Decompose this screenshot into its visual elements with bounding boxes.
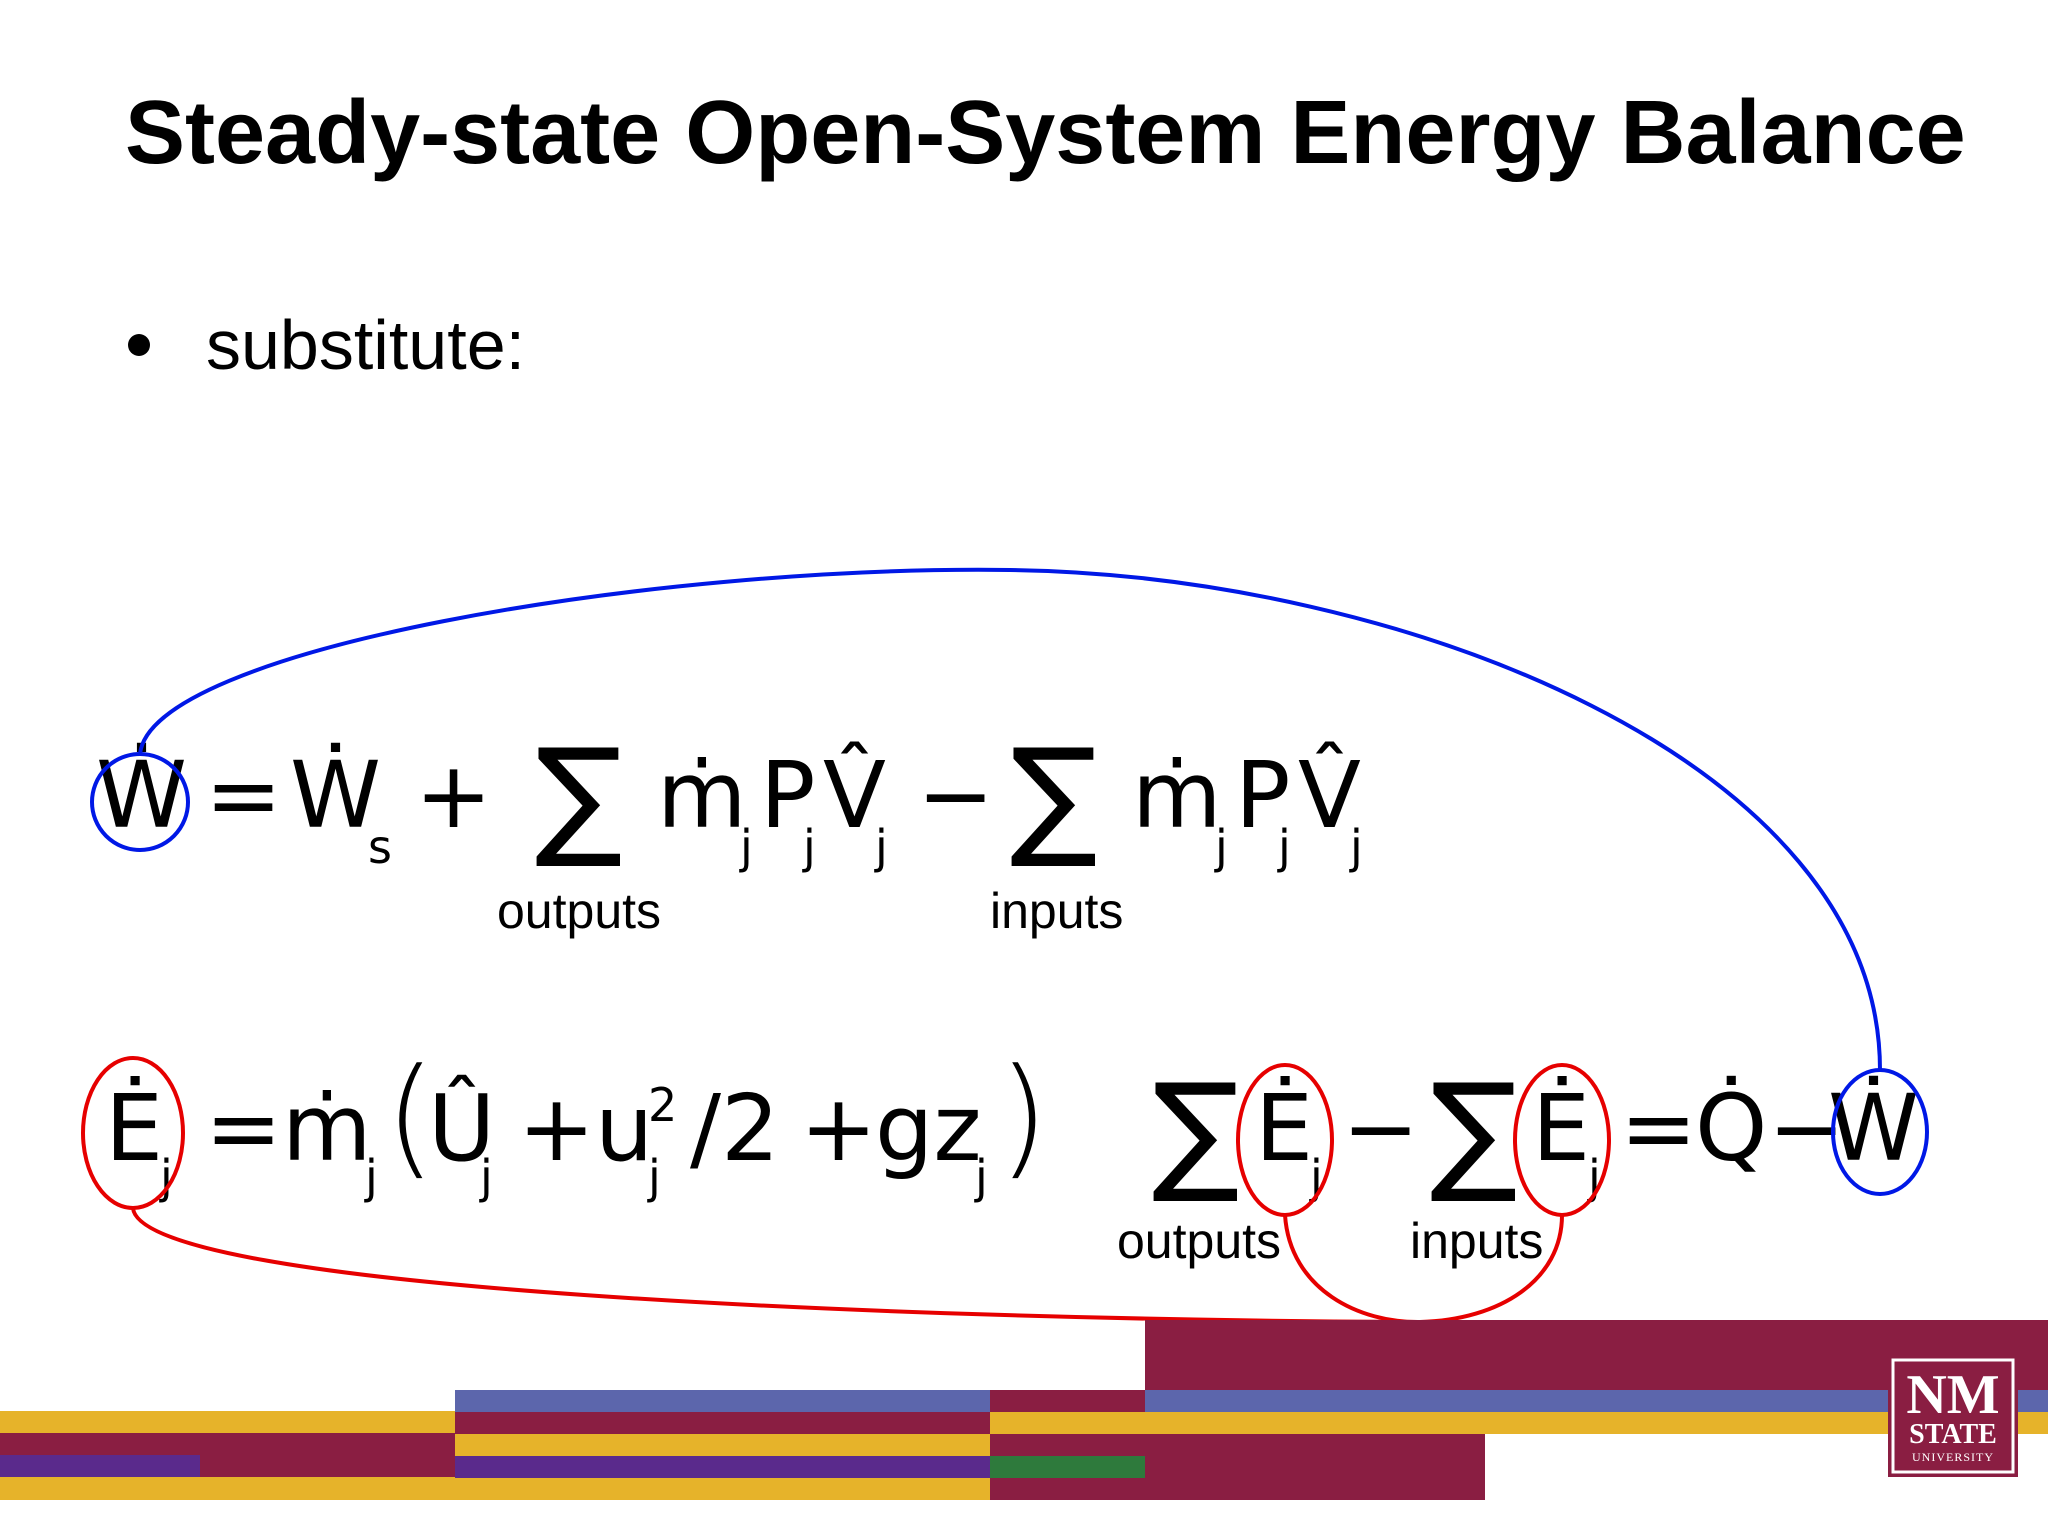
logo-text-state: STATE	[1909, 1419, 1997, 1450]
red-loop-arc	[1283, 1214, 1564, 1325]
v-hat: V̂	[1298, 742, 1361, 849]
plus-sign: +	[415, 742, 493, 849]
logo-text-university: UNIVERSITY	[1912, 1450, 1994, 1464]
inputs-label: inputs	[1410, 1213, 1544, 1269]
summation-outputs: ∑	[535, 720, 623, 872]
summation-outputs: ∑	[1152, 1055, 1240, 1207]
e-dot: Ė	[105, 1075, 164, 1182]
plus-sign: +	[518, 1075, 596, 1182]
red-circle-e-inputs	[1513, 1063, 1611, 1217]
equals-sign: =	[1620, 1075, 1698, 1182]
equals-sign: =	[205, 1075, 283, 1182]
logo-text-nm: NM	[1906, 1364, 1999, 1426]
superscript-2: 2	[648, 1078, 678, 1132]
left-paren: (	[385, 1040, 436, 1192]
outputs-label: outputs	[497, 883, 662, 939]
subscript-j: j	[1350, 820, 1363, 874]
subscript-j: j	[803, 820, 816, 874]
subscript-j: j	[648, 1150, 661, 1204]
subscript-s: s	[368, 820, 392, 874]
v-hat: V̂	[823, 742, 886, 849]
m-dot: ṁ	[282, 1075, 372, 1182]
subscript-j: j	[740, 820, 753, 874]
m-dot: ṁ	[1132, 742, 1222, 849]
nmsu-logo: NM STATE UNIVERSITY	[1888, 1355, 2018, 1477]
outputs-label: outputs	[1117, 1213, 1282, 1269]
footer-stripes	[0, 1320, 2048, 1500]
slide-title: Steady-state Open-System Energy Balance	[125, 83, 1966, 183]
gz-term: gz	[875, 1075, 982, 1182]
bullet-text: substitute:	[206, 306, 526, 384]
subscript-j: j	[1215, 820, 1228, 874]
m-dot: ṁ	[657, 742, 747, 849]
summation-inputs: ∑	[1010, 720, 1098, 872]
pressure-P: P	[1235, 742, 1291, 849]
w-dot-lhs: Ẇ	[96, 742, 187, 849]
w-dot-shaft: Ẇ	[290, 742, 381, 849]
blue-circle-w-lhs	[90, 752, 190, 852]
velocity-u: u	[595, 1075, 654, 1182]
q-dot: Q̇	[1695, 1075, 1768, 1182]
u-hat: Û	[428, 1075, 496, 1182]
pressure-P: P	[760, 742, 816, 849]
red-circle-e-outputs	[1236, 1063, 1334, 1217]
blue-circle-w-rhs	[1831, 1068, 1929, 1196]
right-paren: )	[998, 1040, 1049, 1192]
blue-connector-arc	[138, 567, 1882, 1071]
summation-inputs: ∑	[1430, 1055, 1518, 1207]
red-circle-e-def	[81, 1056, 185, 1210]
inputs-label: inputs	[990, 883, 1124, 939]
subscript-j: j	[1278, 820, 1291, 874]
bullet-item: substitute:	[128, 305, 525, 385]
e-dot: Ė	[1255, 1075, 1314, 1182]
minus-sign: −	[1342, 1075, 1420, 1182]
minus-sign: −	[917, 742, 995, 849]
red-connector-arc	[131, 1207, 1421, 1324]
bullet-dot	[128, 333, 150, 356]
subscript-j: j	[365, 1150, 378, 1204]
plus-sign: +	[800, 1075, 878, 1182]
subscript-j: j	[875, 820, 888, 874]
subscript-j: j	[975, 1150, 988, 1204]
e-dot: Ė	[1532, 1075, 1591, 1182]
equals-sign: =	[205, 742, 283, 849]
divide-by-two: /2	[690, 1075, 780, 1182]
subscript-j: j	[480, 1150, 493, 1204]
